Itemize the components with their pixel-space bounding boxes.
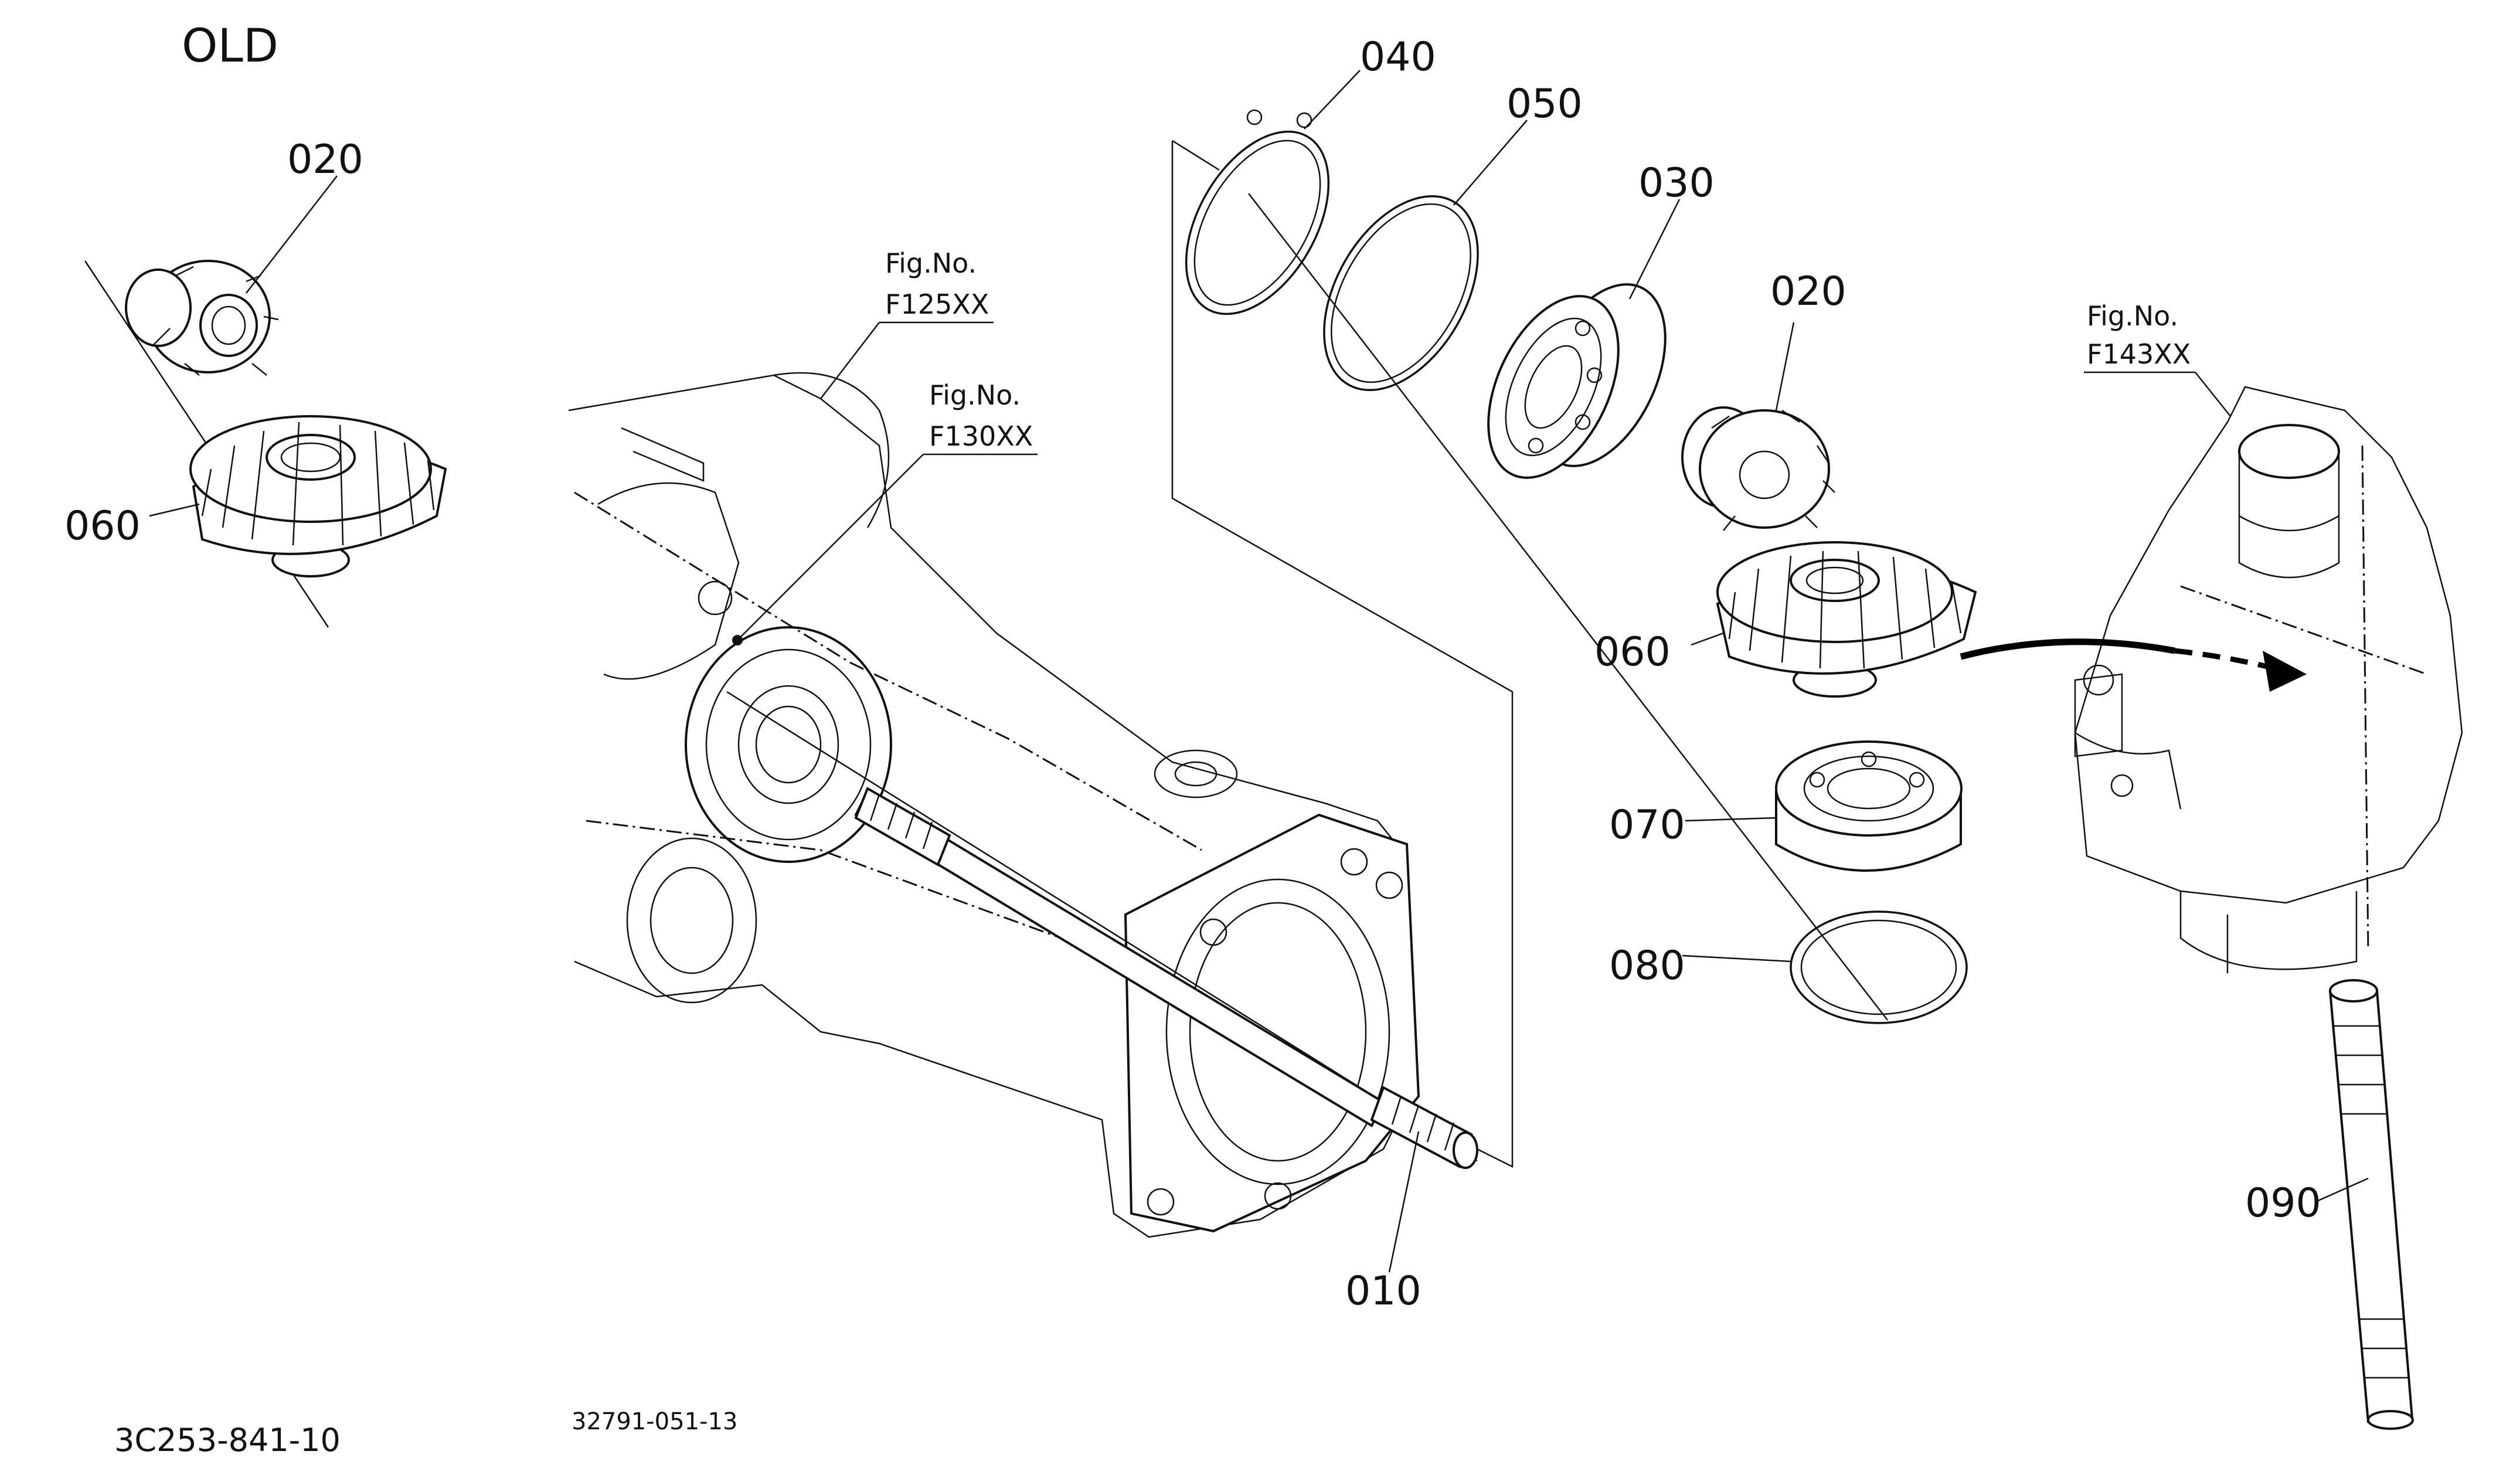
old-gear-group (84, 260, 447, 628)
figure-ref-f143[interactable]: Fig.No. F143XX (2087, 300, 2191, 370)
callout-050[interactable]: 050 (1506, 81, 1583, 127)
exploded-assembly (1157, 107, 1977, 1168)
old-pinion-gear-020[interactable] (125, 260, 279, 376)
callout-020[interactable]: 020 (1770, 269, 1846, 315)
figure-ref-f130[interactable]: Fig.No. F130XX (929, 379, 1033, 452)
o-ring-050[interactable] (1293, 169, 1510, 417)
callout-060-old[interactable]: 060 (64, 503, 141, 549)
callout-090[interactable]: 090 (2245, 1180, 2321, 1226)
input-shaft-010[interactable] (726, 691, 1478, 1169)
snap-ring-040[interactable] (1157, 107, 1358, 338)
output-shaft-090[interactable] (2328, 979, 2414, 1430)
old-label: OLD (182, 20, 278, 73)
drawing-number: 32791-051-13 (572, 1408, 737, 1435)
figure-ref-f125-line1: Fig.No. (885, 247, 977, 279)
callout-070[interactable]: 070 (1609, 802, 1685, 848)
callout-040[interactable]: 040 (1360, 34, 1436, 80)
figure-ref-f125-line2: F125XX (885, 288, 989, 320)
shim-080[interactable] (1790, 910, 1968, 1024)
callout-010[interactable]: 010 (1345, 1268, 1421, 1314)
diagram-code: 3C253-841-10 (114, 1422, 341, 1459)
old-bevel-gear-060[interactable] (189, 415, 447, 577)
bevel-gear-060[interactable] (1716, 541, 1977, 698)
callout-080[interactable]: 080 (1609, 943, 1685, 989)
figure-ref-f143-line1: Fig.No. (2087, 300, 2178, 332)
callout-030[interactable]: 030 (1638, 160, 1715, 206)
callout-labels: 020 060 040 050 030 020 060 070 080 090 … (64, 34, 2321, 1314)
figure-ref-f130-line1: Fig.No. (929, 379, 1021, 411)
right-housing (1960, 386, 2463, 973)
leader-lines (149, 70, 2369, 1273)
callout-060[interactable]: 060 (1594, 629, 1671, 675)
ball-bearing-070[interactable] (1775, 740, 1963, 872)
pinion-gear-020[interactable] (1681, 406, 1835, 531)
transmission-case (568, 372, 1420, 1238)
figure-ref-f125[interactable]: Fig.No. F125XX (885, 247, 989, 320)
figure-ref-f130-line2: F130XX (929, 420, 1033, 452)
callout-020-old[interactable]: 020 (287, 137, 363, 183)
figure-ref-f143-line2: F143XX (2087, 338, 2191, 370)
ball-bearing-030[interactable] (1462, 264, 1692, 498)
